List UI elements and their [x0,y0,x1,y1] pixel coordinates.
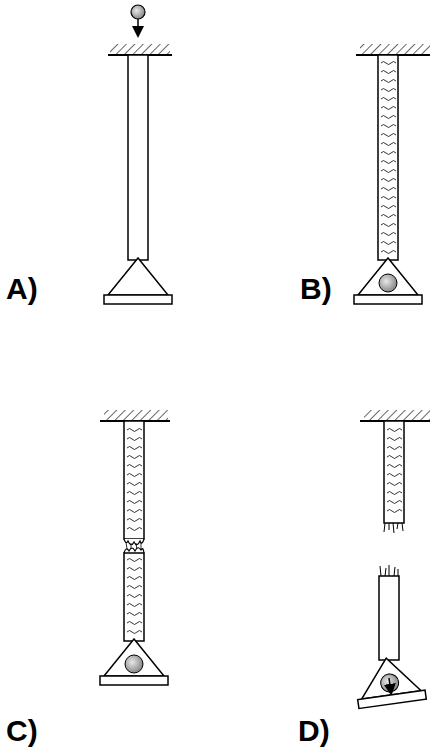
panel-a [104,5,172,304]
strain-mark [127,483,142,486]
strain-mark [381,206,396,209]
strain-mark [127,631,142,634]
panel-label: A) [6,274,38,304]
strain-mark [381,134,396,137]
strain-mark [381,179,396,182]
panel-label: C) [6,716,38,746]
strain-mark [127,501,142,504]
strain-mark [387,438,402,441]
panel-d [353,410,430,708]
strain-mark [381,116,396,119]
strain-mark [387,483,402,486]
panel-label: D) [298,716,330,746]
strain-mark [381,170,396,173]
panel-c [100,410,170,685]
strain-mark [387,510,402,513]
strain-mark [127,465,142,468]
strain-mark [127,519,142,522]
strain-mark [127,622,142,625]
strain-mark [381,80,396,83]
strain-mark [387,429,402,432]
strain-mark [127,568,142,571]
strain-mark [127,492,142,495]
strain-mark [381,89,396,92]
strain-mark [127,438,142,441]
strain-mark [127,510,142,513]
strain-mark [127,474,142,477]
strain-mark [381,107,396,110]
strain-mark [381,188,396,191]
strain-mark [381,233,396,236]
strain-mark [127,447,142,450]
strain-mark [381,98,396,101]
strain-mark [127,559,142,562]
strain-mark [387,465,402,468]
strain-mark [381,197,396,200]
strain-mark [387,501,402,504]
strain-mark [381,152,396,155]
strain-mark [381,161,396,164]
strain-mark [381,71,396,74]
strain-mark [381,251,396,254]
strain-mark [387,456,402,459]
strain-mark [127,595,142,598]
strain-mark [381,125,396,128]
strain-mark [381,242,396,245]
strain-mark [387,447,402,450]
strain-mark [127,577,142,580]
strain-mark [127,613,142,616]
strain-mark [127,456,142,459]
strain-mark [381,215,396,218]
strain-mark [387,474,402,477]
panel-b [354,44,430,304]
strain-mark [127,586,142,589]
strain-mark [127,528,142,531]
strain-mark [127,429,142,432]
panel-label: B) [300,274,332,304]
strain-mark [381,224,396,227]
strain-mark [381,62,396,65]
strain-mark [381,143,396,146]
strain-mark [387,492,402,495]
strain-mark [127,604,142,607]
